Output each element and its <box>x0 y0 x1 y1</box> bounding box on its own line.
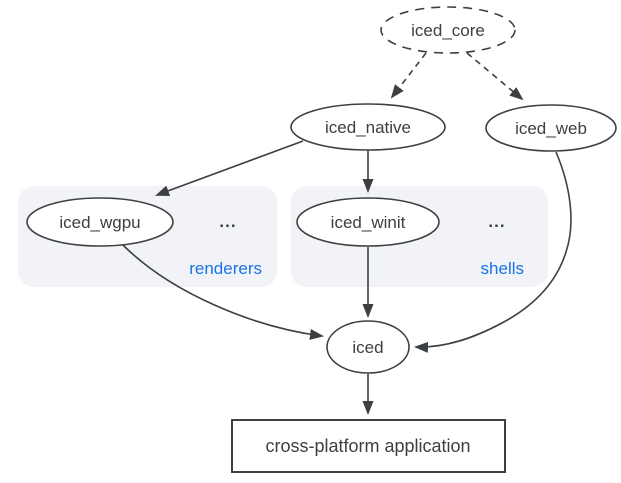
edge-iced-web-to-iced <box>414 151 572 353</box>
group-label-renderers: renderers <box>189 259 262 278</box>
node-iced-web-label: iced_web <box>515 119 587 138</box>
node-iced-winit <box>296 197 440 247</box>
node-iced-wgpu <box>26 197 174 247</box>
node-iced-winit-label: iced_winit <box>331 213 406 232</box>
node-iced-core <box>380 6 516 54</box>
edge-iced-native-to-iced-wgpu <box>155 140 304 196</box>
node-cross-platform-application <box>231 419 506 473</box>
node-iced-wgpu-label: iced_wgpu <box>59 213 140 232</box>
edge-iced-core-to-iced-native <box>390 52 427 99</box>
node-iced-core-label: iced_core <box>411 21 485 40</box>
group-label-shells: shells <box>481 259 524 278</box>
ellipsis-renderers: ... <box>219 212 236 231</box>
node-iced-web <box>485 104 617 152</box>
ellipsis-shells: ... <box>488 212 505 231</box>
edge-iced-core-to-iced-web <box>466 52 524 101</box>
edge-iced-wgpu-to-iced <box>122 244 324 340</box>
node-cross-platform-application-label: cross-platform application <box>265 436 470 456</box>
node-iced <box>326 320 410 374</box>
node-iced-native-label: iced_native <box>325 118 411 137</box>
node-iced-label: iced <box>352 338 383 357</box>
node-iced-native <box>290 103 446 151</box>
